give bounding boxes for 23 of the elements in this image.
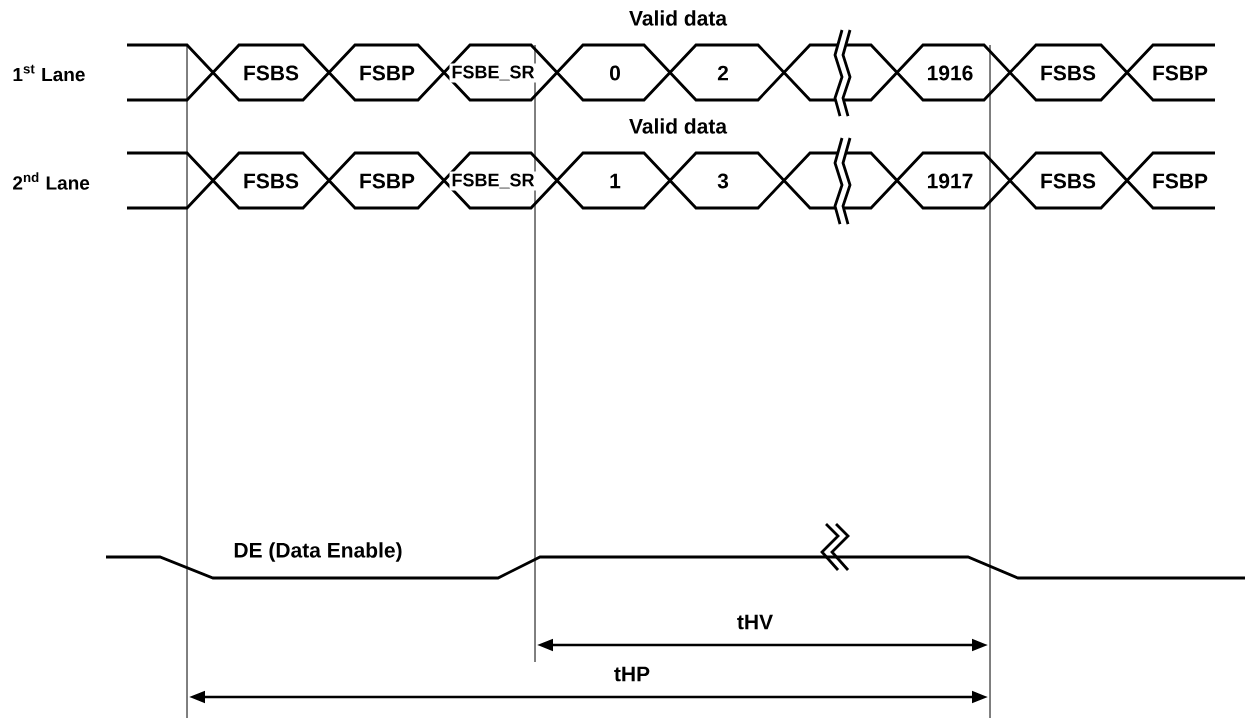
cell-label: 1917 (924, 171, 976, 191)
cell-label: 1916 (924, 63, 976, 83)
cell-label: FSBS (241, 63, 301, 83)
cell-label: FSBP (1150, 63, 1210, 83)
signal-label: DE (Data Enable) (234, 542, 402, 562)
cell-label: FSBP (357, 63, 417, 83)
cell-label: FSBP (357, 171, 417, 191)
cell-label: FSBE_SR (449, 63, 537, 83)
lane-label: 2$^{nd}$ Lane (13, 172, 90, 190)
dimension-label: tHP (614, 666, 650, 682)
cell-label: FSBS (1038, 171, 1098, 191)
cell-label: 0 (607, 63, 623, 83)
annotation: Valid data (629, 10, 728, 26)
cell-label: FSBS (241, 171, 301, 191)
cell-label: 1 (607, 171, 623, 191)
cell-label: 3 (715, 171, 731, 191)
dimension-label: tHV (737, 614, 773, 630)
annotation: Valid data (629, 118, 728, 134)
lane-label: 1$^{st}$ Lane (13, 64, 85, 82)
cell-label: FSBP (1150, 171, 1210, 191)
cell-label: 2 (715, 63, 731, 83)
cell-label: FSBS (1038, 63, 1098, 83)
cell-label: FSBE_SR (449, 171, 537, 191)
